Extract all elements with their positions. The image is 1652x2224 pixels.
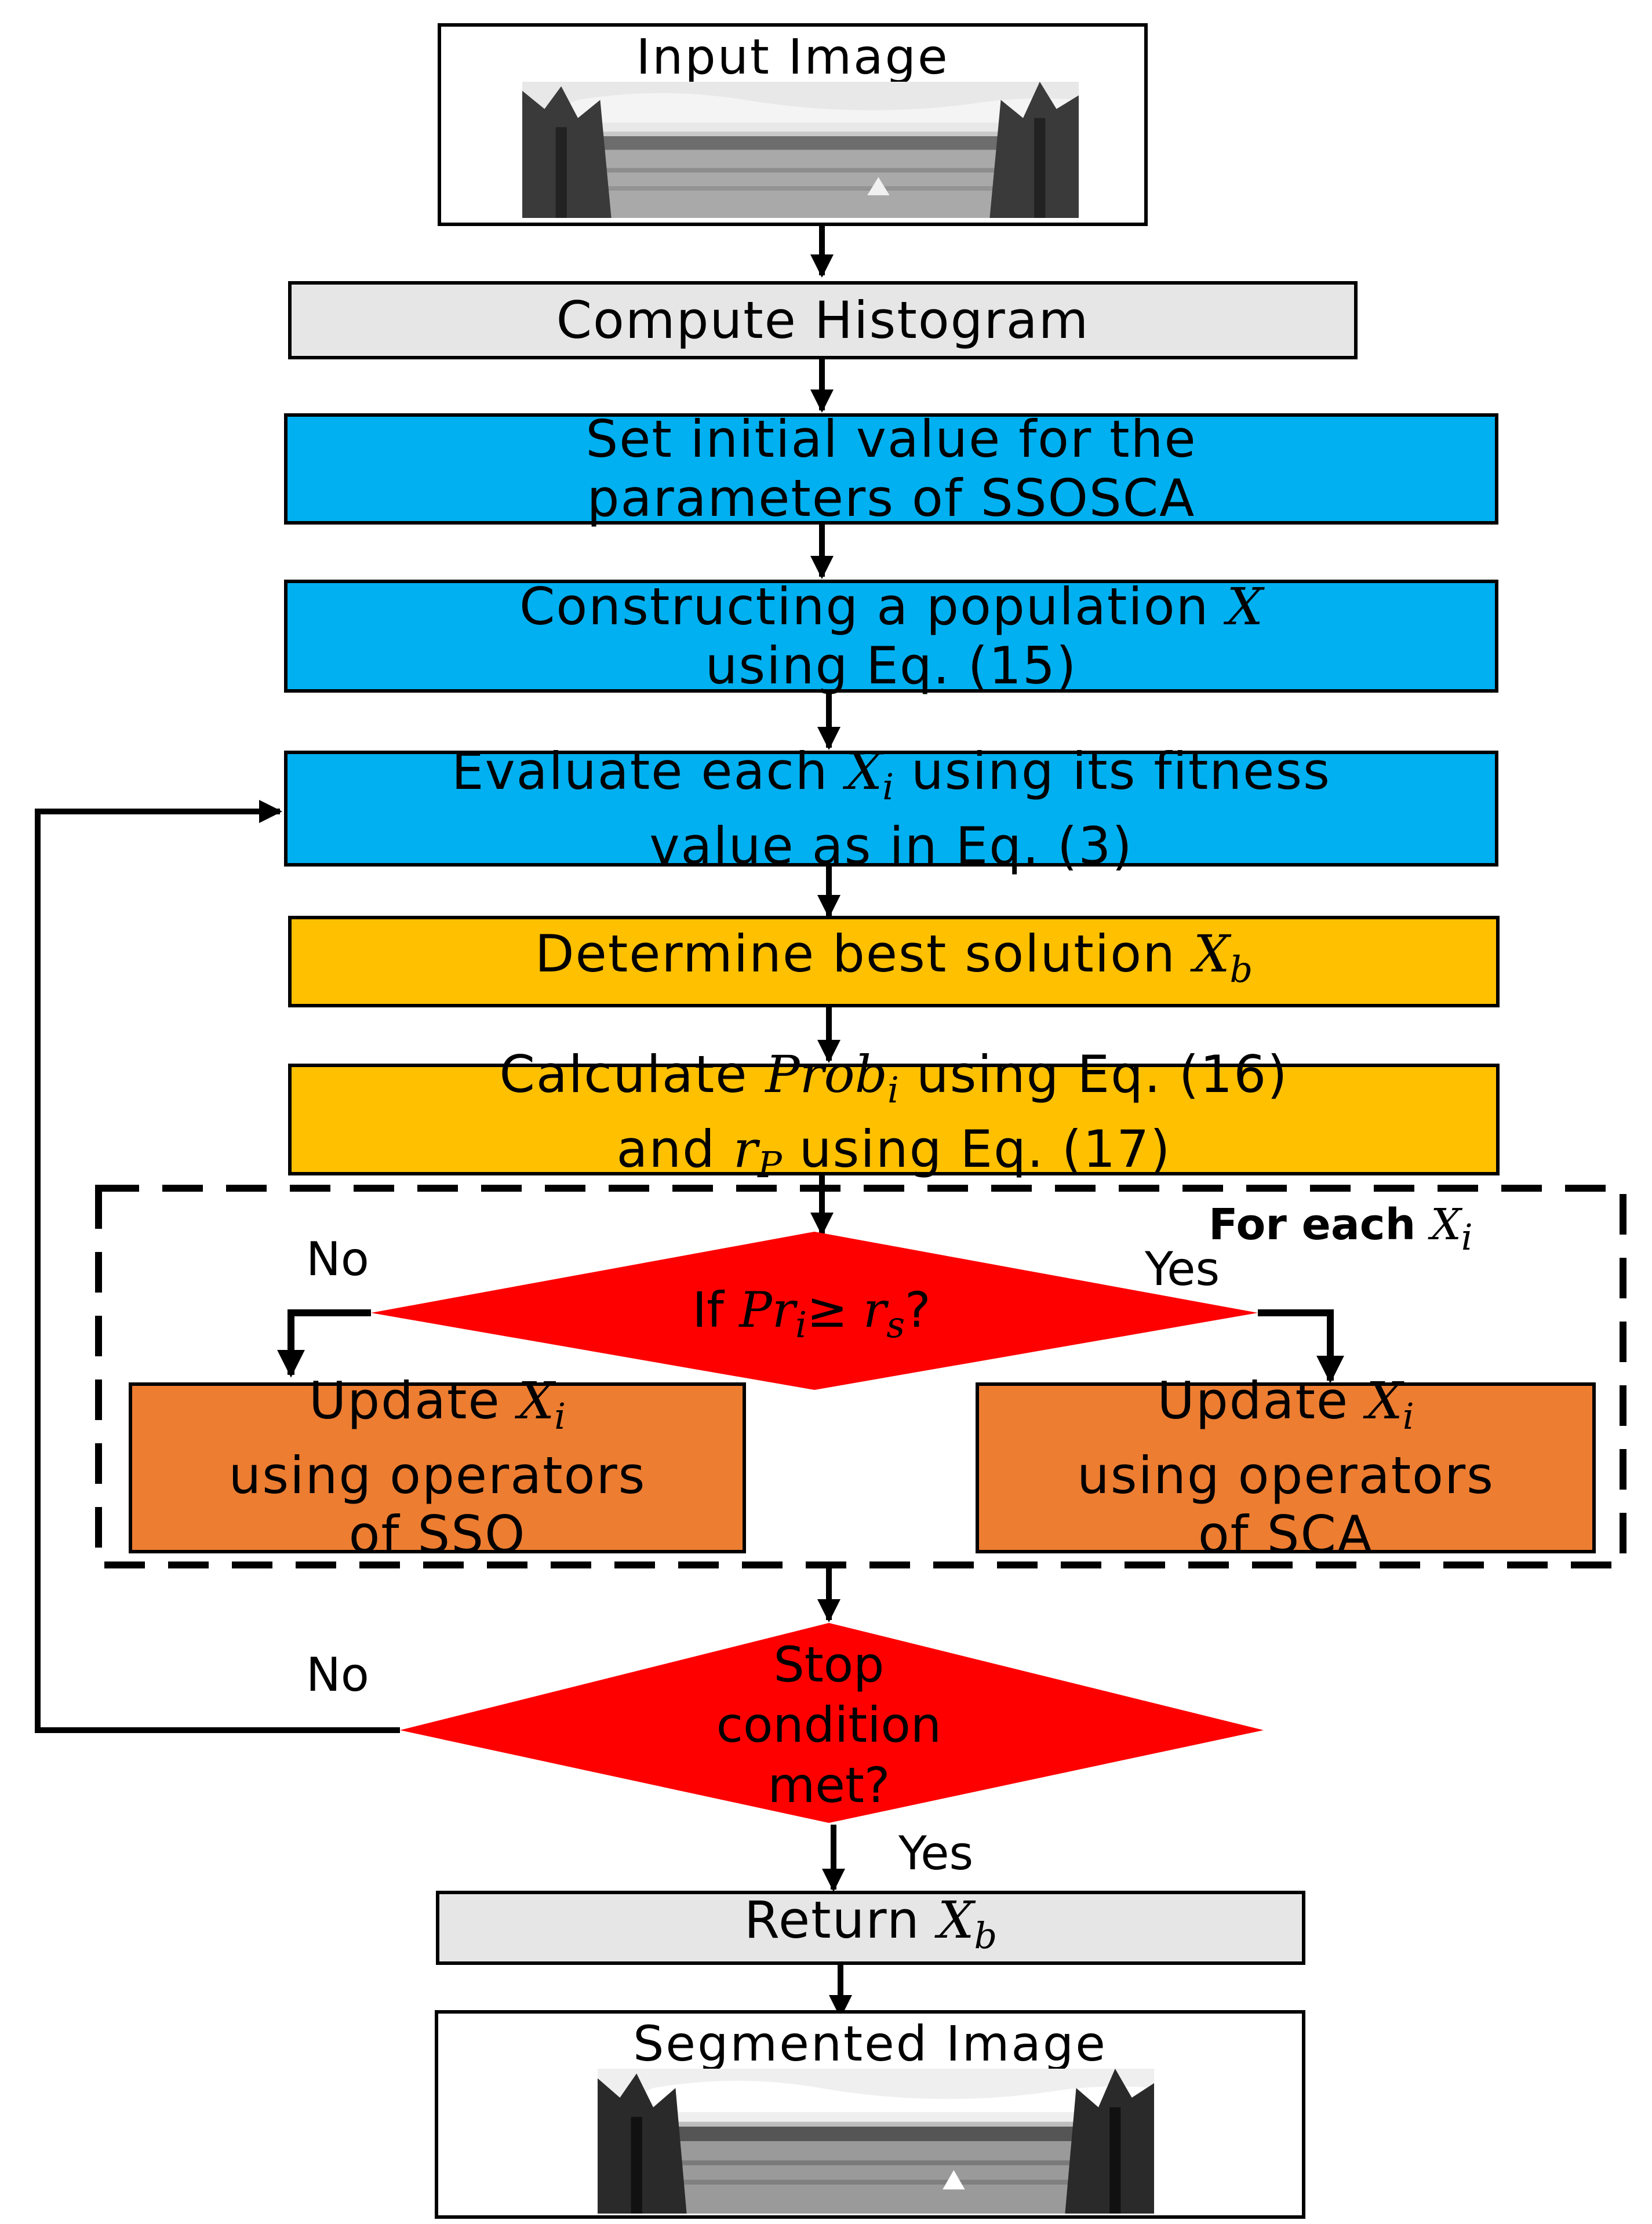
best-solution-variable: Xb xyxy=(1193,923,1253,991)
update-sso-line2: using operators xyxy=(228,1446,646,1505)
loop-label: For each Xi xyxy=(1209,1199,1473,1264)
decision1-op: ≥ xyxy=(806,1282,864,1338)
step-calculate-line1: Calculate Probi using Eq. (16) xyxy=(499,1044,1289,1120)
determine-var: X xyxy=(1193,923,1230,984)
step-construct-population: Constructing a population X using Eq. (1… xyxy=(284,577,1498,696)
decision1-pr: Pri xyxy=(739,1282,807,1346)
decision1-no-label: No xyxy=(306,1232,369,1286)
evaluate-variable: Xi xyxy=(846,741,894,808)
update-sca-line3: of SCA xyxy=(1198,1505,1374,1564)
update-sca-line1: Update Xi xyxy=(1157,1371,1414,1446)
arrow-decision1-yes-branch xyxy=(1258,1309,1344,1384)
step-update-sca: Update Xi using operators of SCA xyxy=(976,1371,1596,1564)
decision1-yes-label: Yes xyxy=(1145,1242,1220,1296)
step-construct-line1: Constructing a population X xyxy=(519,577,1263,636)
decision2-yes-label: Yes xyxy=(898,1826,974,1880)
step-calculate-line2-post: using Eq. (17) xyxy=(781,1119,1171,1179)
return-sub: b xyxy=(974,1914,998,1957)
decision1-text: If Pri≥ rs? xyxy=(580,1280,1043,1355)
decision1-var: Pr xyxy=(739,1282,796,1338)
decision2-text: Stop condition met? xyxy=(597,1635,1061,1815)
decision2-line1: Stop xyxy=(773,1636,885,1693)
input-image-box: Input Image xyxy=(438,23,1148,226)
step-calculate-line2-pre: and xyxy=(616,1119,734,1179)
return-variable: Xb xyxy=(937,1890,997,1957)
input-image-photo xyxy=(522,82,1079,218)
output-image-box: Segmented Image xyxy=(435,2010,1305,2219)
update-sso-sub: i xyxy=(554,1395,566,1437)
determine-sub: b xyxy=(1229,948,1253,991)
decision1-rs: rs xyxy=(863,1282,905,1346)
update-sca-var: X xyxy=(1366,1371,1403,1431)
loop-var: X xyxy=(1431,1200,1461,1250)
update-sca-sub: i xyxy=(1402,1395,1414,1437)
step-compute-histogram-label: Compute Histogram xyxy=(556,290,1090,350)
arrow-decision2-no-loop-back xyxy=(35,800,400,1733)
return-pre: Return xyxy=(744,1890,938,1950)
output-image-title: Segmented Image xyxy=(633,2015,1107,2072)
decision2-line2: condition xyxy=(716,1697,942,1753)
arrow-decision1-no-branch xyxy=(277,1309,371,1378)
decision1-post: ? xyxy=(905,1282,931,1338)
step-set-initial-values: Set initial value for the parameters of … xyxy=(284,409,1498,528)
rp-sub: P xyxy=(758,1143,782,1186)
step-return-best: Return Xb xyxy=(436,1890,1305,1965)
loop-label-text: For each xyxy=(1209,1200,1431,1250)
rp-variable: rP xyxy=(733,1119,782,1186)
input-image-title: Input Image xyxy=(636,28,949,85)
step-evaluate-post: using its fitness xyxy=(894,741,1331,801)
step-evaluate-line2: value as in Eq. (3) xyxy=(649,816,1133,876)
update-sso-line3: of SSO xyxy=(348,1505,526,1564)
update-sca-line2: using operators xyxy=(1077,1446,1494,1505)
update-sso-line1: Update Xi xyxy=(309,1371,566,1446)
decision1-pre: If xyxy=(692,1282,740,1338)
population-variable: X xyxy=(1227,576,1264,636)
step-compute-histogram: Compute Histogram xyxy=(288,281,1358,359)
step-evaluate-fitness: Evaluate each Xi using its fitness value… xyxy=(284,741,1498,875)
decision2-no-label: No xyxy=(306,1648,369,1702)
decision-diamond-probability xyxy=(371,1232,1258,1390)
decision1-sub: i xyxy=(795,1304,807,1346)
rp-var: r xyxy=(733,1119,758,1179)
probability-variable: Probi xyxy=(765,1044,898,1111)
decision1-var2: r xyxy=(863,1282,887,1338)
return-var: X xyxy=(937,1890,974,1950)
step-set-initial-line1: Set initial value for the xyxy=(585,409,1197,469)
step-determine-best: Determine best solution Xb xyxy=(288,916,1500,1007)
segmented-image-photo xyxy=(598,2069,1154,2214)
update-sca-variable: Xi xyxy=(1366,1371,1414,1438)
update-sso-var: X xyxy=(518,1371,555,1431)
evaluate-var: X xyxy=(846,741,883,801)
step-calculate-pre: Calculate xyxy=(499,1044,766,1104)
calculate-var: Prob xyxy=(765,1044,887,1104)
evaluate-sub: i xyxy=(882,765,894,808)
update-sca-pre: Update xyxy=(1157,1371,1367,1431)
decision-diamond-stop-condition xyxy=(400,1623,1264,1823)
step-determine-line: Determine best solution Xb xyxy=(535,924,1253,999)
step-calculate-post: using Eq. (16) xyxy=(898,1044,1289,1104)
step-construct-line1-text: Constructing a population xyxy=(519,576,1227,636)
update-sso-variable: Xi xyxy=(518,1371,566,1438)
step-evaluate-pre: Evaluate each xyxy=(451,741,846,801)
decision2-line3: met? xyxy=(767,1757,890,1814)
decision1-sub2: s xyxy=(886,1304,905,1346)
step-set-initial-line2: parameters of SSOSCA xyxy=(587,468,1196,528)
loop-sub: i xyxy=(1461,1216,1473,1258)
step-evaluate-line1: Evaluate each Xi using its fitness xyxy=(451,741,1331,817)
update-sso-pre: Update xyxy=(308,1371,518,1431)
return-line: Return Xb xyxy=(744,1890,997,1965)
step-update-sso: Update Xi using operators of SSO xyxy=(129,1371,746,1564)
loop-variable: Xi xyxy=(1431,1200,1473,1258)
step-calculate-line2: and rP using Eq. (17) xyxy=(616,1119,1171,1195)
step-construct-line2: using Eq. (15) xyxy=(705,635,1078,696)
calculate-sub: i xyxy=(887,1068,899,1111)
step-calculate-probability: Calculate Probi using Eq. (16) and rP us… xyxy=(288,1044,1500,1186)
step-determine-pre: Determine best solution xyxy=(534,923,1193,984)
